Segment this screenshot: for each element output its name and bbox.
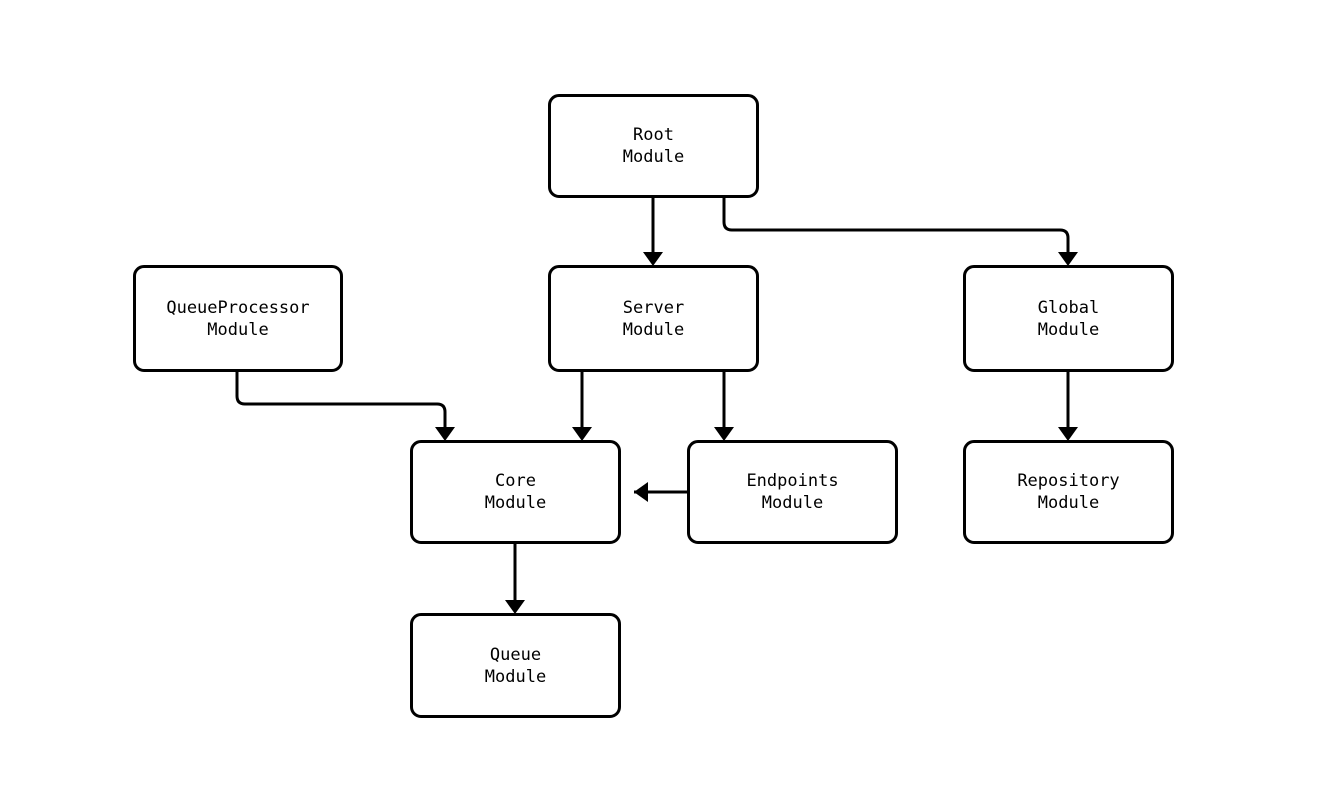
node-label-line1: QueueProcessor [166, 297, 310, 318]
arrowhead-root-server [643, 252, 663, 266]
node-server[interactable]: Server Module [548, 265, 759, 372]
node-label-line1: Core [495, 471, 536, 491]
node-label-line2: Module [484, 493, 547, 513]
node-core[interactable]: Core Module [410, 440, 621, 544]
node-endpoints[interactable]: Endpoints Module [687, 440, 898, 544]
node-queue[interactable]: Queue Module [410, 613, 621, 718]
node-label-line2: Module [622, 147, 685, 167]
arrowhead-global-repository [1058, 427, 1078, 441]
edge-paths [235, 198, 1078, 614]
node-label-line2: Module [761, 493, 824, 513]
node-label-line2: Module [207, 319, 269, 340]
arrowhead-server-core [572, 427, 592, 441]
node-global[interactable]: Global Module [963, 265, 1174, 372]
node-label-line1: Endpoints [746, 471, 839, 491]
node-root[interactable]: Root Module [548, 94, 759, 198]
node-queueprocessor[interactable]: QueueProcessor Module [133, 265, 343, 372]
node-repository[interactable]: Repository Module [963, 440, 1174, 544]
arrowhead-root-global [1058, 252, 1078, 266]
node-label-line1: Server [622, 297, 685, 318]
arrowhead-queueprocessor-core [435, 427, 455, 441]
node-label-line1: Repository [1017, 471, 1120, 491]
node-label-line1: Global [1037, 297, 1100, 318]
edge-root-global [722, 198, 1070, 252]
node-label-line1: Root [633, 125, 674, 145]
arrowhead-endpoints-core [634, 482, 648, 502]
arrowhead-core-queue [505, 600, 525, 614]
node-label-line2: Module [622, 319, 685, 340]
node-label-line2: Module [1037, 493, 1100, 513]
edge-queueprocessor-core [235, 372, 447, 427]
arrowhead-server-endpoints [714, 427, 734, 441]
node-label-line1: Queue [489, 644, 542, 665]
node-label-line2: Module [1037, 319, 1100, 340]
node-label-line2: Module [484, 666, 547, 687]
